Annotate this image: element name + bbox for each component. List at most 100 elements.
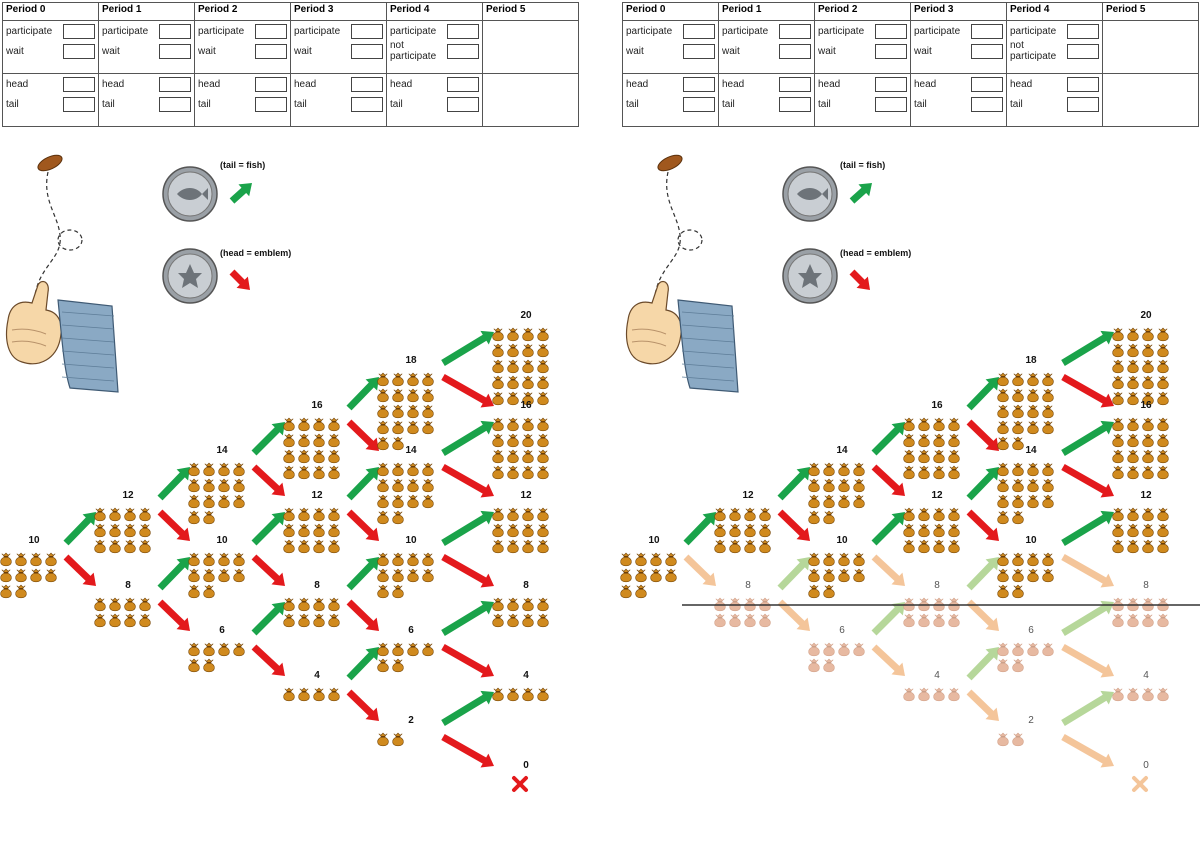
money-bag-icon bbox=[824, 511, 835, 524]
money-bag-icon bbox=[125, 540, 136, 553]
transition-arrow bbox=[1059, 370, 1118, 413]
payoff-node-4: 4 bbox=[904, 670, 960, 701]
money-bag-icon bbox=[378, 659, 389, 672]
money-bag-icon bbox=[1128, 392, 1139, 405]
money-bag-icon bbox=[189, 479, 200, 492]
money-bag-icon bbox=[1128, 466, 1139, 479]
money-bag-icon bbox=[1013, 495, 1024, 508]
money-bag-icon bbox=[1013, 553, 1024, 566]
money-bag-icon bbox=[408, 405, 419, 418]
money-bag-icon bbox=[1113, 328, 1124, 341]
money-bag-icon bbox=[408, 463, 419, 476]
money-bag-icon bbox=[125, 524, 136, 537]
transition-arrow bbox=[343, 551, 384, 593]
money-bag-icon bbox=[998, 479, 1009, 492]
money-bag-icon bbox=[998, 643, 1009, 656]
transition-arrow bbox=[154, 506, 195, 547]
money-bag-icon bbox=[1043, 405, 1054, 418]
money-bag-icon bbox=[219, 553, 230, 566]
money-bag-icon bbox=[839, 495, 850, 508]
money-bag-icon bbox=[508, 598, 519, 611]
money-bag-icon bbox=[314, 598, 325, 611]
money-bag-icon bbox=[140, 540, 151, 553]
payoff-node-8: 8 bbox=[715, 580, 771, 627]
transition-arrow bbox=[439, 505, 498, 550]
payoff-node-10: 10 bbox=[998, 535, 1054, 598]
money-bag-icon bbox=[314, 450, 325, 463]
money-bag-icon bbox=[508, 466, 519, 479]
money-bag-icon bbox=[934, 434, 945, 447]
money-bag-icon bbox=[1028, 479, 1039, 492]
money-bag-icon bbox=[1028, 405, 1039, 418]
money-bag-icon bbox=[408, 373, 419, 386]
money-bag-icon bbox=[1128, 328, 1139, 341]
money-bag-icon bbox=[1128, 508, 1139, 521]
payoff-node-0: 0 bbox=[514, 760, 529, 790]
money-bag-icon bbox=[125, 614, 136, 627]
money-bag-icon bbox=[329, 688, 340, 701]
money-bag-icon bbox=[998, 373, 1009, 386]
money-bag-icon bbox=[1013, 643, 1024, 656]
coin-head-icon bbox=[783, 249, 837, 303]
money-bag-icon bbox=[423, 643, 434, 656]
money-bag-icon bbox=[523, 360, 534, 373]
transition-arrow bbox=[343, 371, 384, 413]
payoff-value: 10 bbox=[648, 535, 660, 546]
money-bag-icon bbox=[1013, 569, 1024, 582]
transition-arrow bbox=[963, 551, 1004, 593]
money-bag-icon bbox=[904, 614, 915, 627]
money-bag-icon bbox=[824, 643, 835, 656]
money-bag-icon bbox=[824, 495, 835, 508]
money-bag-icon bbox=[493, 598, 504, 611]
money-bag-icon bbox=[493, 524, 504, 537]
money-bag-icon bbox=[538, 508, 549, 521]
payoff-node-16: 16 bbox=[904, 400, 960, 479]
payoff-node-8: 8 bbox=[95, 580, 151, 627]
payoff-node-14: 14 bbox=[378, 445, 434, 524]
transition-arrow bbox=[248, 596, 290, 638]
money-bag-icon bbox=[204, 511, 215, 524]
coin-head-icon bbox=[163, 249, 217, 303]
money-bag-icon bbox=[1128, 434, 1139, 447]
money-bag-icon bbox=[493, 376, 504, 389]
payoff-value: 4 bbox=[523, 670, 529, 681]
transition-arrow bbox=[249, 551, 291, 592]
money-bag-icon bbox=[949, 540, 960, 553]
money-bag-icon bbox=[1143, 524, 1154, 537]
money-bag-icon bbox=[998, 553, 1009, 566]
money-bag-icon bbox=[839, 463, 850, 476]
money-bag-icon bbox=[745, 508, 756, 521]
money-bag-icon bbox=[493, 328, 504, 341]
money-bag-icon bbox=[95, 598, 106, 611]
money-bag-icon bbox=[299, 450, 310, 463]
money-bag-icon bbox=[809, 479, 820, 492]
payoff-value: 18 bbox=[1025, 355, 1037, 366]
money-bag-icon bbox=[904, 540, 915, 553]
money-bag-icon bbox=[493, 450, 504, 463]
money-bag-icon bbox=[378, 495, 389, 508]
payoff-node-12: 12 bbox=[493, 490, 549, 553]
money-bag-icon bbox=[219, 463, 230, 476]
money-bag-icon bbox=[919, 434, 930, 447]
money-bag-icon bbox=[423, 405, 434, 418]
money-bag-icon bbox=[523, 688, 534, 701]
transition-arrow bbox=[248, 416, 290, 458]
transition-arrow bbox=[1059, 325, 1118, 370]
transition-arrow bbox=[1059, 640, 1118, 683]
money-bag-icon bbox=[378, 511, 389, 524]
money-bag-icon bbox=[423, 373, 434, 386]
money-bag-icon bbox=[393, 585, 404, 598]
money-bag-icon bbox=[919, 418, 930, 431]
money-bag-icon bbox=[666, 569, 677, 582]
money-bag-icon bbox=[329, 508, 340, 521]
money-bag-icon bbox=[314, 614, 325, 627]
transition-arrow bbox=[154, 551, 195, 593]
payoff-value: 8 bbox=[934, 580, 940, 591]
payoff-node-14: 14 bbox=[998, 445, 1054, 524]
money-bag-icon bbox=[204, 479, 215, 492]
money-bag-icon bbox=[329, 614, 340, 627]
money-bag-icon bbox=[1113, 360, 1124, 373]
money-bag-icon bbox=[934, 508, 945, 521]
money-bag-icon bbox=[493, 614, 504, 627]
money-bag-icon bbox=[393, 373, 404, 386]
